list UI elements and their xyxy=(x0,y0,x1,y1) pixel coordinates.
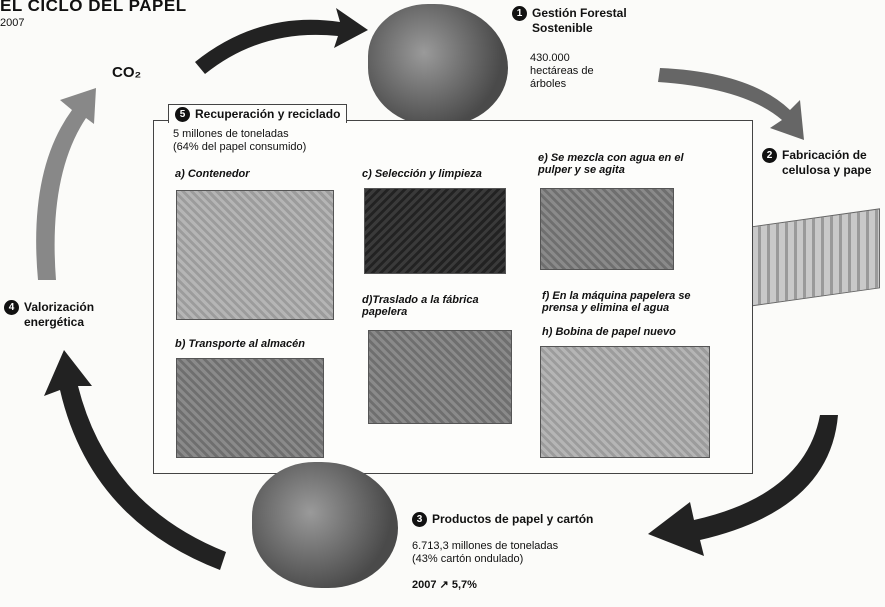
growth-arrow-icon: ↗ xyxy=(439,579,449,591)
stage-3-growth: 2007 ↗ 5,7% xyxy=(412,579,477,591)
stage-3-value: 6.713,3 millones de toneladas(43% cartón… xyxy=(412,540,559,565)
stage-3-number: 3 xyxy=(412,512,427,528)
arrow-factory-to-products xyxy=(648,415,838,556)
year-label: 2007 xyxy=(0,17,25,29)
step-h-caption: h) Bobina de papel nuevo xyxy=(542,326,676,338)
co2-label: CO₂ xyxy=(112,64,142,81)
stage-1-number: 1 xyxy=(512,6,527,22)
arrow-co2-to-forest xyxy=(195,8,368,74)
stage-5-number: 5 xyxy=(175,107,190,123)
stage-2-number: 2 xyxy=(762,148,777,164)
arrow-forest-to-factory xyxy=(658,68,804,140)
stage-5-value: 5 millones de toneladas(64% del papel co… xyxy=(173,128,307,153)
forest-illustration xyxy=(368,4,508,126)
step-h-photo xyxy=(540,346,710,458)
step-b-photo xyxy=(176,358,324,458)
step-c-photo xyxy=(364,188,506,274)
arrow-products-to-valorizacion xyxy=(44,350,226,570)
step-e-photo xyxy=(540,188,674,270)
diagram-title: EL CICLO DEL PAPEL xyxy=(0,0,187,15)
step-c-caption: c) Selección y limpieza xyxy=(362,168,482,180)
step-d-photo xyxy=(368,330,512,424)
step-a-caption: a) Contenedor xyxy=(175,168,250,180)
arrow-valorizacion-to-co2 xyxy=(36,88,96,280)
products-illustration xyxy=(252,462,398,588)
step-a-photo xyxy=(176,190,334,320)
step-b-caption: b) Transporte al almacén xyxy=(175,338,306,350)
stage-4-number: 4 xyxy=(4,300,19,316)
